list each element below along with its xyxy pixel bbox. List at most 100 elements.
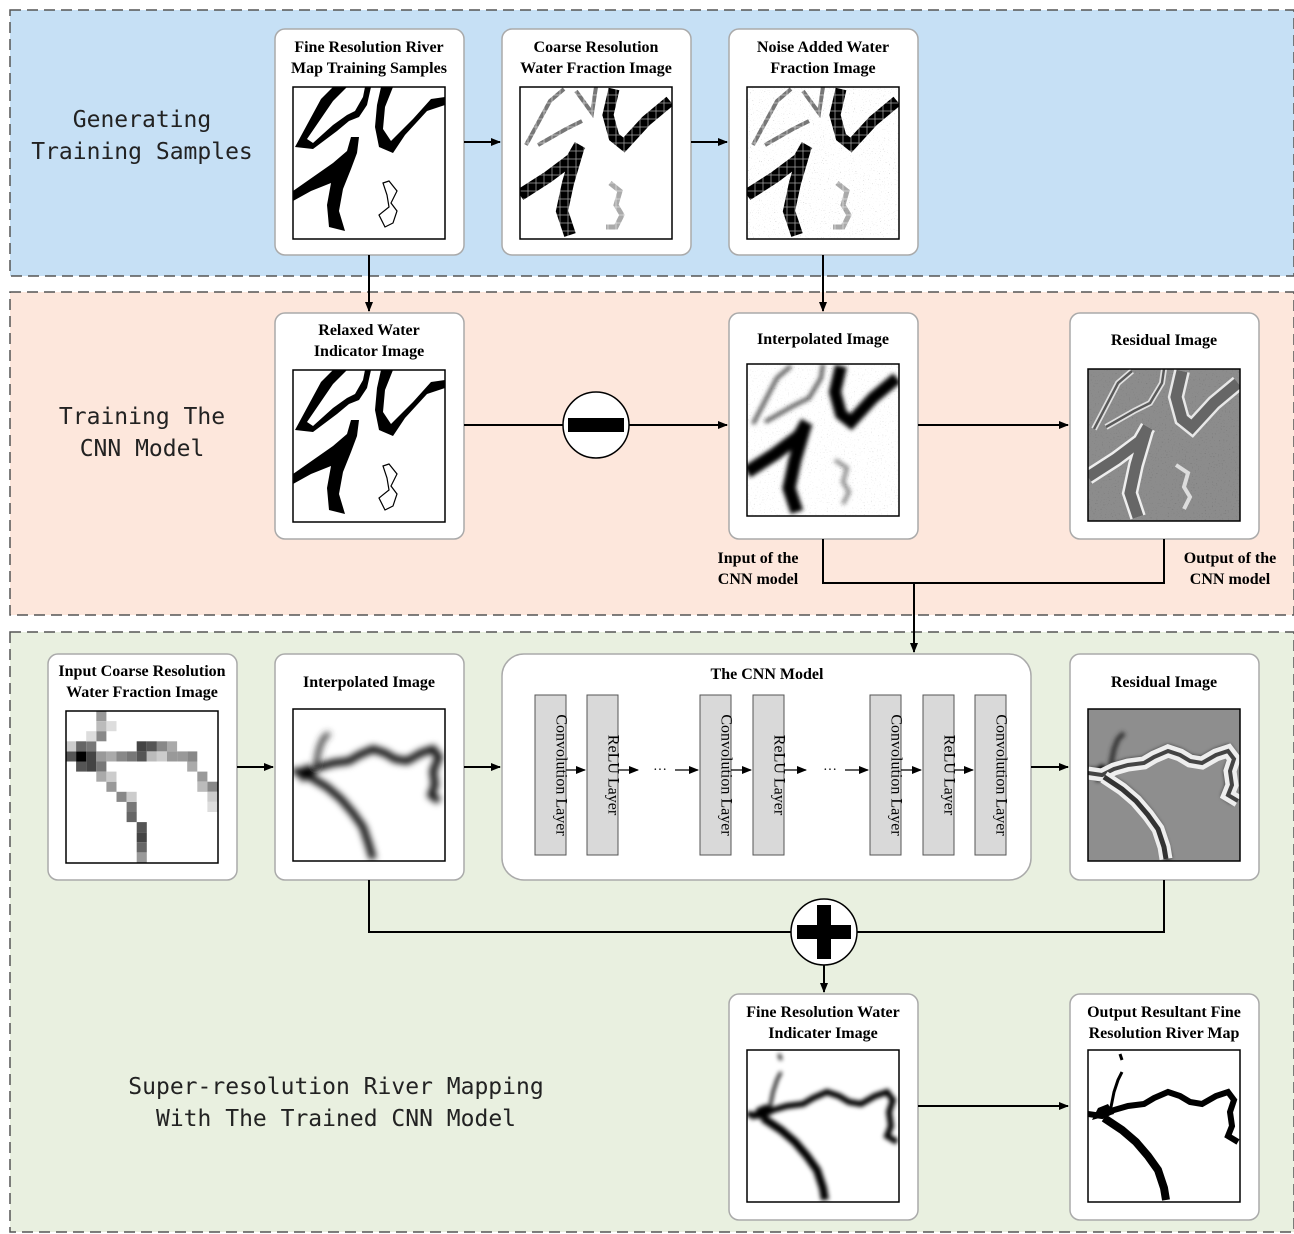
line-interp-to-plus [368,880,791,933]
coarse-pixel [86,741,97,752]
river-map-image [292,86,446,240]
coarse-pixel [106,751,117,762]
coarse-pixel [86,751,97,762]
coarse-pixel [106,721,117,732]
box-residual-test: Residual Image [1069,653,1260,881]
box-title-line2: Indicater Image [768,1025,877,1042]
box-title-line2: Water Fraction Image [520,60,672,77]
box-residual-train: Residual Image [1069,312,1260,540]
layer-label: Convolution Layer [553,714,570,836]
coarse-pixel [76,751,87,762]
layer-label: Convolution Layer [993,714,1010,836]
box-noise-added: Noise Added Water Fraction Image [728,28,919,256]
residual-test-image [1087,708,1241,862]
box-title-line1: Coarse Resolution [534,39,659,56]
coarse-pixel [66,751,77,762]
coarse-pixel [96,751,107,762]
coarse-pixel [167,741,178,752]
layer-label: ReLU Layer [771,735,788,816]
convolution-layer-3: Convolution Layer [699,694,735,856]
coarse-pixel [136,751,147,762]
interpolated-train-image [746,363,900,517]
line-train-pair [822,539,1165,584]
box-output-map: Output Resultant Fine Resolution River M… [1069,993,1260,1221]
coarse-pixel [136,741,147,752]
coarse-pixel [96,771,107,782]
coarse-pixel [156,741,167,752]
coarse-pixel [116,751,127,762]
plus-icon [790,898,858,966]
connectors [237,138,1165,1110]
box-coarse-fraction: Coarse Resolution Water Fraction Image [501,28,692,256]
box-title-line1: Fine Resolution Water [746,1004,899,1021]
coarse-pixel [106,771,117,782]
coarse-fraction-image [519,86,673,240]
coarse-pixel [76,761,87,772]
residual-train-image [1087,368,1241,522]
coarse-pixel [177,751,188,762]
coarse-pixel [136,842,147,853]
coarse-pixel [96,721,107,732]
input-coarse-image [65,710,219,864]
minus-icon [562,391,630,459]
stage-training-subtitle: CNN Model [80,436,205,462]
coarse-pixel [76,741,87,752]
relu-layer-4: ReLU Layer [752,694,788,856]
box-title-line2: Water Fraction Image [66,684,218,701]
coarse-pixel [197,781,208,792]
stage-training-title: Training The [59,404,225,430]
box-fine-training-samples: Fine Resolution River Map Training Sampl… [274,28,465,256]
box-title: Residual Image [1111,674,1217,691]
coarse-pixel [86,761,97,772]
coarse-pixel [86,731,97,742]
layer-label: Convolution Layer [718,714,735,836]
box-title-line1: Relaxed Water [318,322,419,339]
coarse-pixel [66,741,77,752]
stage-mapping-subtitle: With The Trained CNN Model [156,1106,516,1132]
box-title-line2: Resolution River Map [1089,1025,1240,1042]
coarse-pixel [126,791,137,802]
coarse-pixel [126,812,137,823]
coarse-pixel [96,711,107,722]
coarse-pixel [116,791,127,802]
box-title-line2: Fraction Image [770,60,875,77]
box-title-line2: Map Training Samples [291,60,447,77]
box-title: Interpolated Image [303,674,435,691]
convolution-layer-1: Convolution Layer [534,694,570,856]
box-title: Interpolated Image [757,331,889,348]
coarse-pixel [187,761,198,772]
noise-fraction-image [746,86,900,240]
coarse-pixel [146,751,157,762]
box-interpolated-train: Interpolated Image [728,312,919,540]
box-interpolated-test: Interpolated Image [274,653,465,881]
cnn-model-title: The CNN Model [711,666,824,683]
coarse-pixel [197,771,208,782]
box-cnn-model: The CNN Model Convolution Layer ReLU Laye… [501,653,1032,881]
coarse-pixel [207,781,218,792]
ellipsis-1: ··· [653,763,667,778]
note-input-cnn-line2: CNN model [718,571,799,588]
box-title-line1: Fine Resolution River [294,39,443,56]
note-output-cnn-line2: CNN model [1190,571,1271,588]
coarse-pixel [136,832,147,843]
box-title-line2: Indicator Image [314,343,424,360]
box-relaxed-indicator: Relaxed Water Indicator Image [274,312,465,540]
stage-mapping-title: Super-resolution River Mapping [128,1074,543,1100]
coarse-pixel [136,822,147,833]
coarse-pixel [167,751,178,762]
relu-layer-6: ReLU Layer [922,694,958,856]
box-fine-indicator: Fine Resolution Water Indicater Image [728,993,919,1221]
box-title-line1: Input Coarse Resolution [58,663,225,680]
coarse-pixel [156,751,167,762]
relaxed-indicator-image [292,369,446,523]
layer-label: ReLU Layer [941,735,958,816]
box-title-line1: Output Resultant Fine [1087,1004,1241,1021]
box-input-coarse: Input Coarse Resolution Water Fraction I… [47,653,238,881]
coarse-pixel [207,801,218,812]
interpolated-test-image [292,708,446,862]
coarse-pixel [126,801,137,812]
stage-generating-title: Generating [73,107,211,133]
line-residual-to-plus [857,880,1165,933]
coarse-pixel [96,761,107,772]
